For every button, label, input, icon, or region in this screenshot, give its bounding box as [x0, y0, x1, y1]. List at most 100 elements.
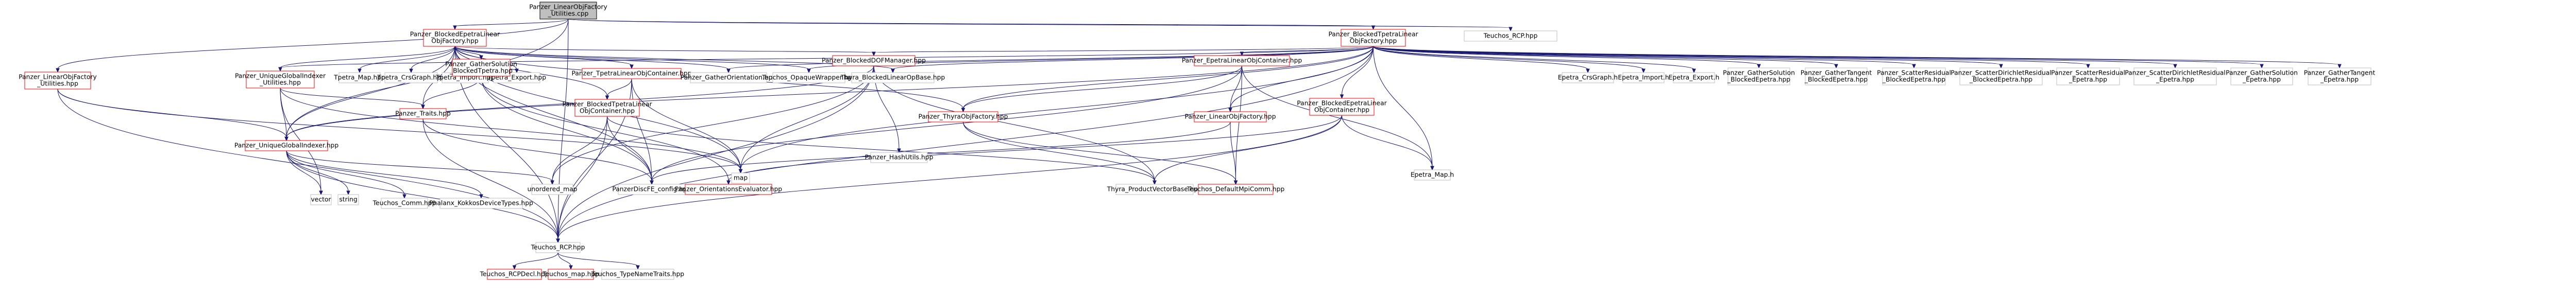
node-box [1194, 111, 1267, 122]
node-label: Panzer_LinearObjFactory [529, 4, 607, 11]
edge-arrowhead-n_lof-n_cfg [650, 180, 654, 185]
edge-n_ts-n_cfg [422, 118, 652, 182]
include-file-node: Panzer_HashUtils.hpp [865, 152, 934, 163]
edge-n_pgs-n_oe [481, 76, 729, 182]
node-box [1194, 55, 1290, 66]
edge-arrowhead-root-n_btl [1371, 25, 1376, 30]
edge-arrowhead-n_pgs-n_ts [421, 104, 425, 110]
include-file-node[interactable]: Teuchos_map.hpp [542, 269, 599, 280]
edge-n_btc-n_rcp [557, 116, 607, 240]
node-label: Panzer_LinearObjFactory.hpp [1184, 113, 1276, 120]
node-label: Panzer_OrientationsEvaluator.hpp [675, 186, 782, 193]
include-file-node[interactable]: Panzer_UniqueGlobalIndexer.hpp [234, 140, 338, 151]
edge-n_bel-n_go [454, 46, 729, 70]
include-file-node: Phalanx_KokkosDeviceTypes.hpp [429, 198, 533, 209]
edge-arrowhead-n_bec-n_oe [726, 180, 731, 185]
include-file-node[interactable]: Panzer_UniqueGlobalIndexer_Utilities.hpp [235, 71, 326, 89]
node-box [439, 198, 523, 209]
edge-n_bel-n_uga [280, 46, 455, 68]
node-label: Epetra_Map.h [1411, 171, 1454, 179]
edge-n_btl-n_sdr1 [1373, 46, 2002, 65]
edge-n_bel-n_tcg [411, 46, 455, 70]
node-box [24, 72, 91, 90]
node-label: _Epetra.hpp [2156, 76, 2194, 83]
node-box [1309, 98, 1375, 116]
node-box [1115, 184, 1194, 195]
include-file-node[interactable]: Panzer_ThyraObjFactory.hpp [919, 111, 1008, 122]
node-label: Thyra_BlockedLinearOpBase.hpp [840, 74, 945, 81]
node-box [338, 72, 381, 83]
edge-arrowhead-n_btl-n_bdm [872, 51, 876, 57]
node-label: ObjFactory.hpp [1350, 38, 1397, 45]
include-file-node[interactable]: Panzer_GatherSolution_BlockedTpetra.hpp [445, 59, 517, 77]
include-file-node[interactable]: Teuchos_RCPDecl.hpp [480, 269, 549, 280]
include-file-node: vector [310, 194, 332, 205]
edge-arrowhead-n_bec-n_tpvs [1153, 180, 1157, 185]
edge-n_btl-n_elc [1242, 46, 1374, 53]
include-file-node[interactable]: Panzer_TpetraLinearObjContainer.hpp [571, 68, 692, 79]
include-file-node: Panzer_ScatterDirichletResidual_BlockedE… [1951, 67, 2052, 85]
node-box [601, 269, 674, 280]
edge-n_bel-n_ugi [286, 46, 455, 138]
edge-arrowhead-n_lof-n_tdm [1233, 180, 1238, 185]
edge-n_btl-n_emap [1373, 46, 1433, 167]
node-box [685, 184, 772, 195]
node-label: Panzer_ThyraObjFactory.hpp [919, 113, 1008, 120]
edge-n_btc-n_tpvs [607, 116, 1155, 182]
edge-n_rcp-n_tnt [557, 252, 638, 267]
edge-arrowhead-n_bel-n_pgs [479, 55, 483, 60]
node-label: _Epetra.hpp [2320, 76, 2359, 83]
root-file-node[interactable]: Panzer_LinearObjFactory_Utilities.cpp [529, 2, 607, 20]
edge-n_tof-n_tdm [963, 121, 1236, 182]
node-label: Teuchos_TypeNameTraits.hpp [591, 271, 684, 278]
node-box [851, 72, 935, 83]
node-label: ObjFactory.hpp [431, 38, 479, 45]
edge-n_btl-n_map [740, 46, 1374, 170]
include-file-node[interactable]: Panzer_EpetraLinearObjContainer.hpp [1182, 55, 1302, 66]
node-label: _BlockedEpetra.hpp [1969, 76, 2032, 83]
edge-arrowhead-n_tloc-n_btc [605, 95, 609, 100]
edge-arrowhead-n_btl-n_gt1 [1834, 64, 1838, 69]
node-box [2308, 67, 2371, 85]
edge-arrowhead-n_ugi-n_str [346, 190, 350, 196]
include-file-node[interactable]: Panzer_BlockedEpetraLinearObjContainer.h… [1297, 98, 1387, 116]
include-file-node: Teuchos_Comm.hpp [372, 198, 436, 209]
include-file-node[interactable]: Panzer_LinearObjFactory_Utilities.hpp [19, 72, 97, 90]
node-label: Epetra_Import.h [1618, 74, 1669, 81]
node-label: Phalanx_KokkosDeviceTypes.hpp [429, 200, 533, 207]
edge-n_ts-n_rcp [422, 118, 558, 240]
include-file-node[interactable]: Panzer_Traits.hpp [395, 108, 451, 119]
node-box [399, 108, 447, 119]
edge-arrowhead-n_btl-n_ecg [1586, 68, 1590, 74]
node-label: Panzer_BlockedTpetraLinear [562, 101, 652, 108]
edge-n_bdm-n_tpvs [873, 65, 1155, 182]
node-label: _BlockedEpetra.hpp [1804, 76, 1868, 83]
edge-n_bec-n_tpvs [1154, 115, 1342, 182]
node-box [870, 152, 928, 163]
include-file-node[interactable]: Panzer_OrientationsEvaluator.hpp [675, 184, 782, 195]
include-file-node[interactable]: Panzer_BlockedDOFManager.hpp [822, 55, 926, 66]
edge-n_luh-n_ugi [57, 89, 287, 138]
edge-arrowhead-n_btl-n_uga [278, 67, 282, 72]
include-file-node[interactable]: Panzer_LinearObjFactory.hpp [1184, 111, 1276, 122]
edge-arrowhead-n_btl-n_gt2 [2337, 64, 2342, 69]
include-file-node: Epetra_Map.h [1411, 169, 1454, 181]
node-label: Panzer_GatherSolution [1723, 69, 1795, 77]
node-box [1727, 67, 1790, 85]
include-file-node[interactable]: Panzer_BlockedTpetraLinearObjContainer.h… [562, 99, 653, 117]
edge-n_ugi-n_rcp [286, 150, 558, 240]
edge-n_lof-n_tdm [1230, 121, 1236, 182]
edge-arrowhead-n_rcp-n_tnt [636, 265, 640, 270]
include-file-node[interactable]: Teuchos_DefaultMpiComm.hpp [1187, 184, 1285, 195]
edge-n_bel-n_ts [422, 46, 455, 106]
edge-n_bdm-n_map [740, 65, 874, 170]
edge-arrowhead-n_btl-n_elc [1240, 51, 1244, 57]
edge-n_luh-n_map [57, 89, 741, 170]
node-label: Epetra_CrsGraph.h [1558, 74, 1618, 81]
edge-arrowhead-n_ugi-n_tc [402, 194, 406, 199]
node-box [337, 194, 359, 205]
edge-arrowhead-n_btl-n_sdr2 [2173, 64, 2177, 69]
node-label: unordered_map [528, 186, 578, 193]
